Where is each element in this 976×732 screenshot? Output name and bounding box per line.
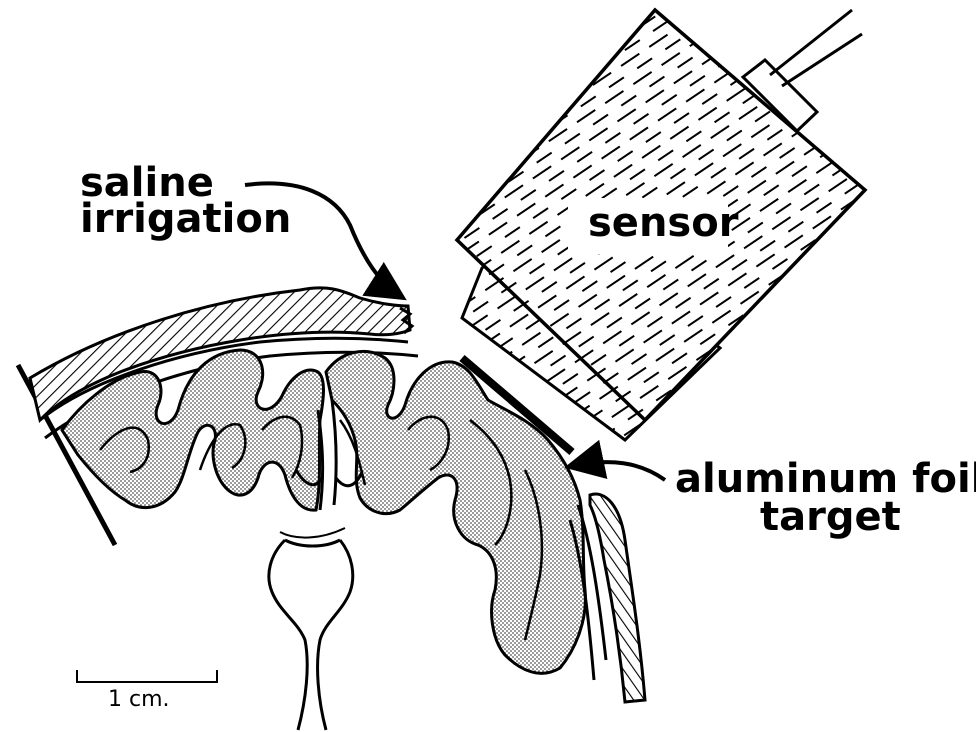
label-sensor: sensor [588, 200, 739, 246]
brainstem [269, 540, 353, 730]
brainstem-top-lines [280, 528, 345, 538]
label-target: target [760, 494, 901, 540]
foil-arrow [572, 462, 665, 480]
cortex-right-hemisphere [326, 351, 585, 673]
scale-bar [76, 670, 218, 683]
label-irrigation: irrigation [80, 196, 291, 242]
label-scale: 1 cm. [108, 687, 170, 712]
